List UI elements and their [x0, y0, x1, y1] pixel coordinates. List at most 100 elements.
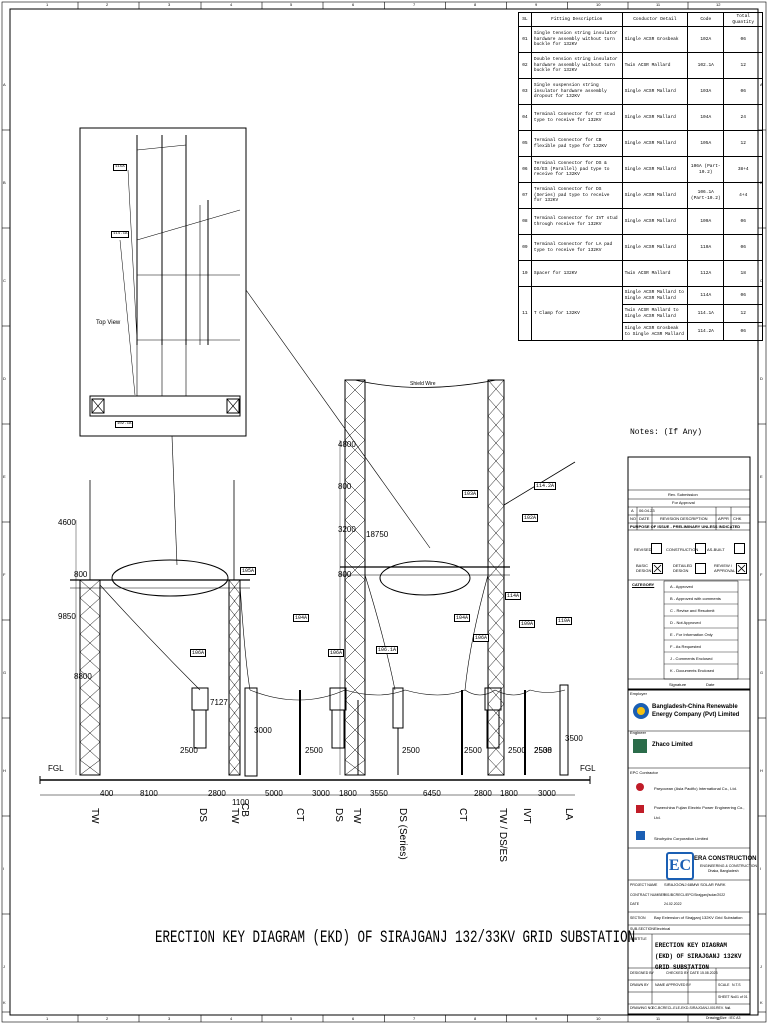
epc-company: Paryocean (Asia Pacific) International C… — [654, 786, 737, 791]
equipment-label: TW — [229, 808, 240, 824]
sheet-label: SHEET No. — [718, 995, 737, 999]
rev-col-chk: CHK — [733, 516, 742, 521]
design-option: REVIEW / APPROVAL — [714, 563, 736, 573]
signature-label: Signature — [669, 682, 687, 687]
height-dimension: 3200 — [338, 525, 356, 534]
fittings-cell-code: 112A — [687, 260, 725, 287]
review-approval-checkbox — [736, 563, 747, 574]
category-item: A - Approved — [670, 584, 693, 589]
fitting-tag: 104A — [293, 614, 310, 622]
section-text: Bay Extension of Sirajganj 132KV Grid Su… — [654, 915, 743, 920]
fittings-row: Single ACSR Grosbeak to Single ACSR Mall… — [519, 322, 763, 341]
spacing-dimension: 400 — [100, 789, 114, 798]
employer-logo-icon — [633, 703, 649, 719]
fittings-cell-desc: T Clamp for 132KV — [530, 286, 623, 341]
height-dimension: 800 — [338, 482, 352, 491]
fittings-cell-sl: 10 — [518, 260, 532, 287]
category-item: F - As Requested — [670, 644, 701, 649]
height-dimension: 800 — [338, 570, 352, 579]
inset-tag: 102.1A — [115, 421, 134, 428]
fitting-tag: 106A — [473, 634, 490, 642]
equipment-height: 2500 — [402, 746, 420, 755]
equipment-label: LA — [563, 808, 574, 821]
designed-label: DESIGNED BY — [630, 971, 654, 975]
equipment-height: 2500 — [305, 746, 323, 755]
grid-column-label: 11 — [656, 2, 661, 7]
checked-label: CHECKED BY — [666, 971, 689, 975]
notes-label: Notes: (If Any) — [630, 428, 703, 437]
spacing-dimension: 8100 — [140, 789, 158, 798]
height-dimension: 18750 — [366, 530, 389, 539]
fgl-label: FGL — [48, 764, 64, 773]
grid-row-label: I — [3, 866, 5, 871]
grid-column-label: 2 — [106, 1016, 109, 1021]
col-header: Conductor Detail — [621, 12, 689, 27]
fitting-tag: 102A — [522, 514, 539, 522]
scale-value: N.T.S — [732, 983, 741, 987]
height-dimension: 4600 — [58, 518, 76, 527]
subtitle-text: ERECTION KEY DIAGRAM (EKD) OF SIRAJGANJ … — [655, 942, 742, 971]
fittings-cell-qty: 38+4 — [723, 156, 763, 183]
grid-row-label: B — [3, 180, 6, 185]
fittings-cell-desc: Single suspension string insulator hardw… — [530, 78, 623, 105]
fittings-cell-sl: 09 — [518, 234, 532, 261]
fittings-cell-sl: 06 — [518, 156, 532, 183]
date-label: DATE — [630, 902, 640, 906]
fittings-cell-qty: 06 — [723, 26, 763, 53]
fittings-row: Twin ACSR Mallard to Single ACSR Mallard… — [519, 304, 763, 323]
fittings-cell-qty: 06 — [723, 234, 763, 261]
fitting-tag: 106A — [328, 649, 345, 657]
fitting-tag: 110A — [556, 617, 573, 625]
spacing-dimension: 3000 — [312, 789, 330, 798]
col-header: Code — [687, 12, 725, 27]
grid-row-label: K — [760, 1000, 763, 1005]
grid-column-label: 2 — [106, 2, 109, 7]
category-label: CATEGORY — [632, 582, 655, 587]
fittings-cell-code: 103A — [687, 78, 725, 105]
fittings-cell-cond: Single ACSR Mallard — [621, 208, 689, 235]
main-title: ERECTION KEY DIAGRAM (EKD) OF SIRAJGANJ … — [155, 928, 636, 948]
contract-label: CONTRACT NUMBER — [630, 893, 666, 897]
fittings-header-row: SL Fitting Description Conductor Detail … — [518, 12, 763, 27]
epc-label: EPC Contractor — [630, 770, 659, 775]
equipment-label: DS — [197, 808, 208, 822]
grid-column-label: 5 — [290, 2, 293, 7]
equipment-label: CB — [239, 803, 250, 817]
grid-column-label: 4 — [230, 2, 233, 7]
equipment-height: 3000 — [254, 726, 272, 735]
rev-date: 06.04.23 — [639, 508, 655, 513]
grid-column-label: 12 — [716, 2, 721, 7]
project-name: SIRAJGONJ 68MW SOLAR PARK — [664, 882, 726, 887]
fittings-cell-sl: 01 — [518, 26, 532, 53]
fittings-cell-cond: Single ACSR Grosbeak — [621, 26, 689, 53]
spacing-dimension: 6450 — [423, 789, 441, 798]
fittings-cell-code: 102.1A — [687, 52, 725, 79]
design-option: BASIC DESIGN — [636, 563, 652, 573]
grid-row-label: G — [760, 670, 764, 675]
rev-col-desc: REVISION DESCRIPTION — [660, 516, 708, 521]
grid-row-label: D — [760, 376, 763, 381]
epc-company: Powerchina Fujian Electric Power Enginee… — [654, 805, 745, 820]
grid-column-label: 9 — [535, 1016, 538, 1021]
fittings-cell-qty: 24 — [723, 104, 763, 131]
project-date: 24.02.2022 — [664, 902, 682, 906]
drawing-size: Drawing Size : IEC A3 — [706, 1016, 741, 1020]
fittings-cell-qty: 06 — [723, 322, 763, 341]
rev-col-no: NO — [630, 516, 636, 521]
sheet-value: 01 of 01 — [735, 995, 748, 999]
fitting-tag: 103A — [462, 490, 479, 498]
fittings-cell-desc: Terminal Connector for LA pad type to re… — [530, 234, 623, 261]
grid-column-label: 5 — [290, 1016, 293, 1021]
fittings-cell-cond: Single ACSR Mallard — [621, 104, 689, 131]
fitting-tag: 114.2A — [534, 482, 557, 490]
fittings-cell-sl: 04 — [518, 104, 532, 131]
rev-col-appr: APPR — [718, 516, 729, 521]
fittings-cell-qty: 12 — [723, 52, 763, 79]
fittings-cell-cond: Twin ACSR Mallard — [621, 52, 689, 79]
grid-row-label: A — [3, 82, 6, 87]
